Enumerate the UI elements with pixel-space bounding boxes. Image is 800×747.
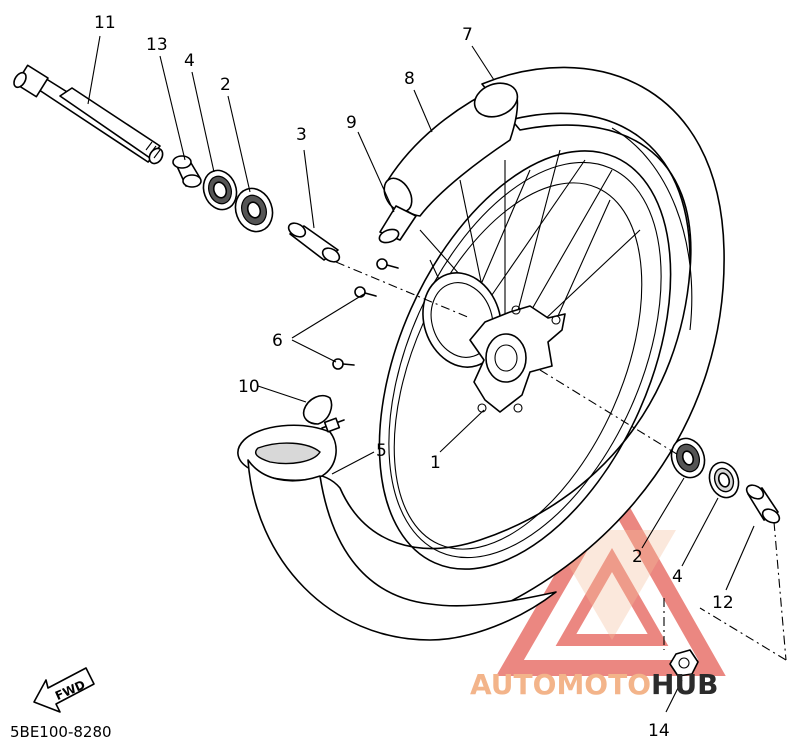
callout-13: 13 bbox=[146, 35, 168, 55]
svg-text:AUTOMOTOHUB: AUTOMOTOHUB bbox=[470, 668, 719, 701]
callout-4-right: 4 bbox=[672, 567, 683, 587]
part-code: 5BE100-8280 bbox=[10, 723, 112, 741]
callout-11: 11 bbox=[94, 13, 116, 33]
hub bbox=[422, 272, 566, 413]
callout-12: 12 bbox=[712, 593, 734, 613]
bearing-right bbox=[670, 437, 706, 479]
axle bbox=[13, 64, 164, 165]
oil-seal-left bbox=[202, 169, 238, 211]
watermark-brand-part2: HUB bbox=[651, 668, 719, 701]
rim-band bbox=[383, 82, 519, 217]
leader-lines bbox=[87, 35, 755, 713]
callout-3: 3 bbox=[296, 125, 307, 145]
callout-8: 8 bbox=[404, 69, 415, 89]
callout-1: 1 bbox=[430, 453, 441, 473]
callout-14: 14 bbox=[648, 721, 670, 741]
watermark-brand-part1: AUTOMOTO bbox=[470, 668, 651, 701]
axle-centerline bbox=[335, 261, 787, 661]
callout-10: 10 bbox=[238, 377, 260, 397]
valve-rubber bbox=[378, 205, 417, 244]
callout-9: 9 bbox=[346, 113, 357, 133]
oil-seal-right bbox=[708, 461, 740, 499]
watermark-logo bbox=[496, 475, 726, 676]
callout-2-right: 2 bbox=[632, 547, 643, 567]
callout-5: 5 bbox=[376, 441, 387, 461]
spacer bbox=[287, 222, 341, 263]
fwd-arrow-icon: FWD bbox=[33, 667, 95, 713]
bearing-left bbox=[234, 187, 274, 233]
tube bbox=[237, 424, 557, 641]
watermark-text: AUTOMOTOHUB bbox=[470, 668, 719, 701]
callout-4-left: 4 bbox=[184, 51, 195, 71]
collar bbox=[172, 155, 202, 188]
callout-2-left: 2 bbox=[220, 75, 231, 95]
callout-6: 6 bbox=[272, 331, 283, 351]
axle-nut bbox=[669, 649, 699, 677]
callout-labels: 11 13 4 2 3 9 8 7 6 10 5 1 2 4 12 14 bbox=[94, 13, 734, 741]
collar-right bbox=[745, 484, 781, 524]
valve bbox=[302, 394, 345, 433]
callout-7: 7 bbox=[462, 25, 473, 45]
bolts bbox=[332, 258, 399, 370]
